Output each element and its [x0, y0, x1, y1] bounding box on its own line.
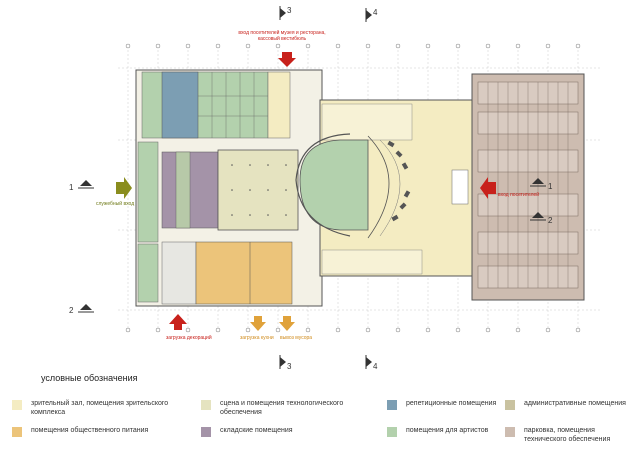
legend-label: административные помещения: [524, 400, 626, 407]
legend-item-auditorium: зрительный зал, помещения зрительского к…: [12, 399, 202, 417]
main-stage: [299, 139, 369, 231]
floor-plan: [78, 6, 600, 369]
legend-item-admin: административные помещения: [505, 399, 638, 410]
legend-label: парковка, помещения технического обеспеч…: [524, 427, 611, 443]
section-mark-top-left: 3: [287, 6, 292, 15]
legend-item-rehearsal: репетиционные помещения: [387, 399, 502, 410]
catering-rooms: [195, 241, 293, 305]
legend-label: зрительный зал, помещения зрительского к…: [31, 400, 169, 416]
legend-title: условные обозначения: [41, 373, 138, 383]
arrow-scenery-loading: [169, 314, 187, 330]
label-service-entrance: служебный вход: [96, 201, 135, 207]
legend-item-parking: парковка, помещения технического обеспеч…: [505, 426, 638, 444]
tech-room-lower: [161, 241, 197, 305]
seating-fan: [367, 135, 390, 239]
arrow-museum-entrance: [278, 52, 296, 67]
legend: зрительный зал, помещения зрительского к…: [0, 393, 640, 450]
section-mark-left-lower: 2: [69, 306, 74, 315]
section-mark-right-lower: 2: [548, 216, 553, 225]
legend-label: помещения для артистов: [406, 427, 489, 434]
arrow-kitchen-loading: [250, 316, 266, 331]
legend-swatch: [387, 400, 397, 410]
legend-swatch: [201, 400, 211, 410]
legend-label: помещения общественного питания: [31, 427, 149, 434]
section-mark-left-upper: 1: [69, 183, 74, 192]
section-mark-top-right: 4: [373, 8, 378, 17]
legend-item-catering: помещения общественного питания: [12, 426, 202, 437]
section-mark-bottom-left: 3: [287, 362, 292, 371]
left-rooms: [137, 141, 159, 243]
label-kitchen-loading: загрузка кухни: [240, 335, 274, 341]
legend-swatch: [12, 427, 22, 437]
arrow-visitor-entrance: [480, 177, 496, 199]
legend-item-stage: сцена и помещения технологического обесп…: [201, 399, 386, 417]
label-museum-entrance: вход посетителей музея и ресторана, касс…: [238, 30, 326, 42]
section-mark-symbols: [78, 6, 546, 369]
legend-swatch: [201, 427, 211, 437]
label-scenery-loading: загрузка декораций: [166, 335, 212, 341]
arrow-service-entrance: [116, 177, 132, 199]
legend-swatch: [387, 427, 397, 437]
legend-item-storage: складские помещения: [201, 426, 386, 437]
arrow-garbage-removal: [279, 316, 295, 331]
legend-swatch: [505, 400, 515, 410]
legend-label: сцена и помещения технологического обесп…: [220, 400, 344, 416]
admin-top: [267, 71, 291, 139]
section-mark-right-upper: 1: [548, 182, 553, 191]
rehearsal-room: [161, 71, 199, 139]
legend-label: репетиционные помещения: [406, 400, 497, 407]
legend-item-artists: помещения для артистов: [387, 426, 502, 437]
legend-label: складские помещения: [220, 427, 293, 434]
section-mark-bottom-right: 4: [373, 362, 378, 371]
axis-markers: [125, 43, 581, 333]
legend-swatch: [505, 427, 515, 437]
label-visitor-entrance: вход посетителей: [498, 192, 540, 198]
artists-rooms-top: [141, 71, 269, 139]
legend-swatch: [12, 400, 22, 410]
label-garbage-removal: вывоз мусора: [280, 335, 313, 341]
